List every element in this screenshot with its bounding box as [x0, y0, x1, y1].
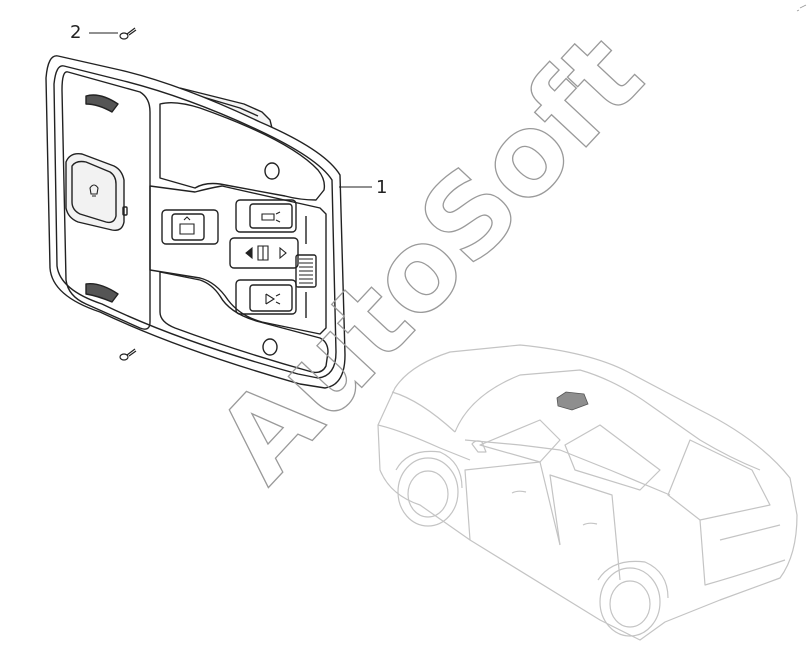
callout-label-console: 1: [376, 177, 387, 198]
dome-light-icon: [261, 211, 281, 223]
arrow-left-icon: [245, 246, 253, 260]
rear-light-icon: [265, 293, 281, 305]
screw-icon: [119, 27, 137, 40]
arrow-right-icon: [279, 246, 287, 260]
corner-mark: [796, 4, 807, 12]
sunroof-icon: [179, 216, 195, 235]
reading-light-icon: [89, 184, 99, 197]
screw-icon: [119, 348, 137, 361]
map-light-icon: [257, 245, 269, 261]
vehicle-silhouette: [377, 344, 798, 641]
callout-label-screw: 2: [70, 22, 81, 43]
overhead-console: [45, 55, 346, 389]
console-grille: [299, 258, 313, 284]
console-location-highlight: [556, 391, 589, 411]
switch-icons: [89, 184, 287, 305]
